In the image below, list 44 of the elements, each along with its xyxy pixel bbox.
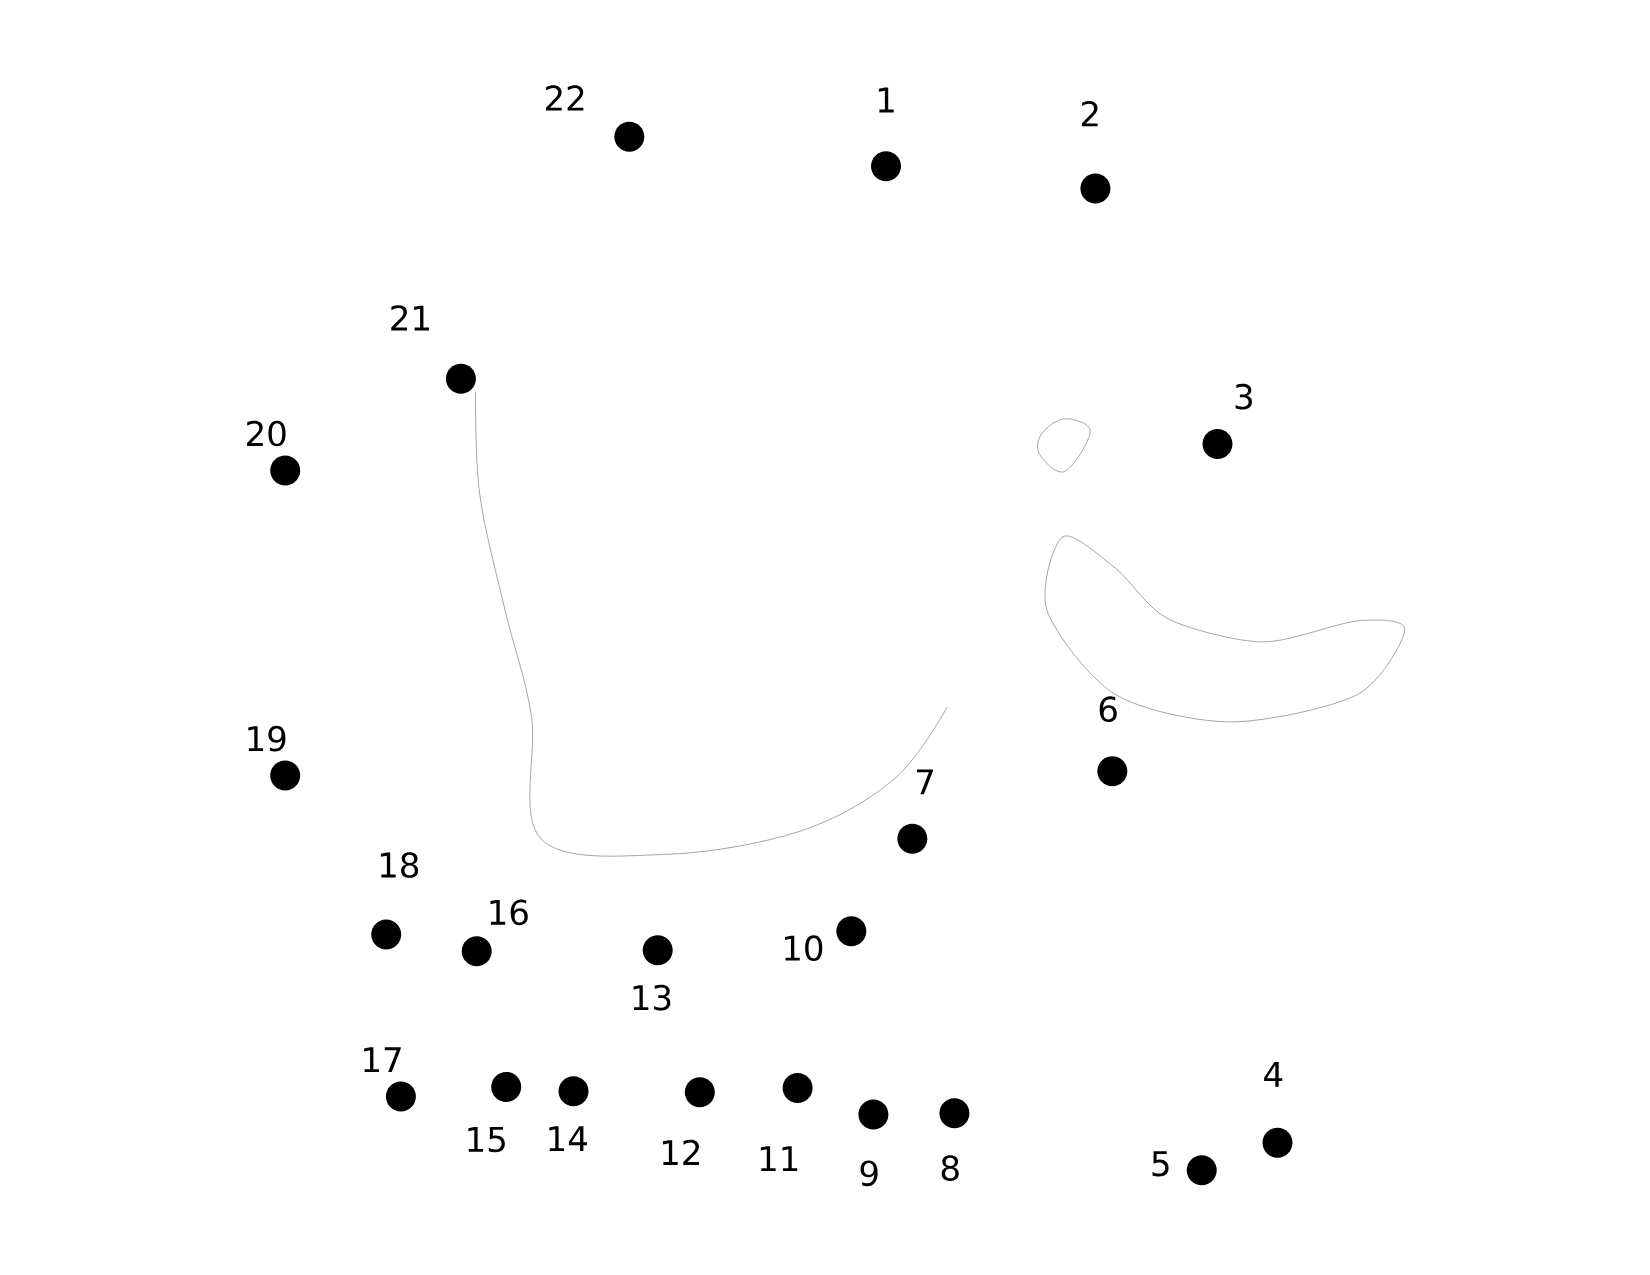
dot-number: 13 — [633, 984, 671, 1011]
dot-number: 15 — [468, 1127, 505, 1153]
dot — [836, 916, 867, 947]
dot — [1080, 173, 1111, 204]
dot-number: 6 — [1099, 696, 1117, 723]
dot — [1097, 756, 1128, 787]
dot-number: 3 — [1235, 383, 1252, 410]
dot-number: 10 — [785, 935, 823, 961]
dot-number: 22 — [545, 85, 584, 111]
dot — [642, 935, 673, 966]
dot-number: 5 — [1152, 1151, 1169, 1177]
dot-number: 21 — [391, 305, 429, 331]
dot — [270, 455, 301, 486]
dot — [491, 1072, 522, 1102]
dot-number: 20 — [247, 420, 286, 447]
dot — [858, 1099, 889, 1130]
dot-number: 7 — [917, 769, 933, 795]
dot — [371, 919, 402, 950]
dot — [684, 1077, 715, 1108]
dot-number: 14 — [549, 1126, 587, 1151]
dot — [445, 363, 476, 394]
dot-number: 2 — [1081, 101, 1098, 127]
dot — [385, 1081, 416, 1112]
dot — [270, 760, 301, 791]
dot-number: 18 — [380, 852, 419, 878]
dot — [871, 151, 901, 182]
dot — [1186, 1155, 1217, 1186]
dot — [461, 936, 492, 967]
dot — [897, 823, 928, 854]
dot-number: 19 — [248, 725, 286, 752]
dot-number: 4 — [1264, 1062, 1283, 1087]
dot — [558, 1076, 589, 1107]
dot — [1262, 1127, 1293, 1158]
dot — [614, 121, 645, 152]
dot-number: 8 — [941, 1155, 959, 1181]
dot — [939, 1098, 970, 1129]
dot-number: 17 — [364, 1047, 401, 1073]
dot — [782, 1073, 813, 1104]
dot-number: 1 — [878, 87, 894, 113]
dot-number: 11 — [760, 1146, 798, 1171]
dot-number: 12 — [662, 1139, 700, 1165]
dot — [1202, 429, 1233, 460]
dot-number: 9 — [860, 1160, 878, 1187]
dot-number: 16 — [490, 899, 528, 926]
